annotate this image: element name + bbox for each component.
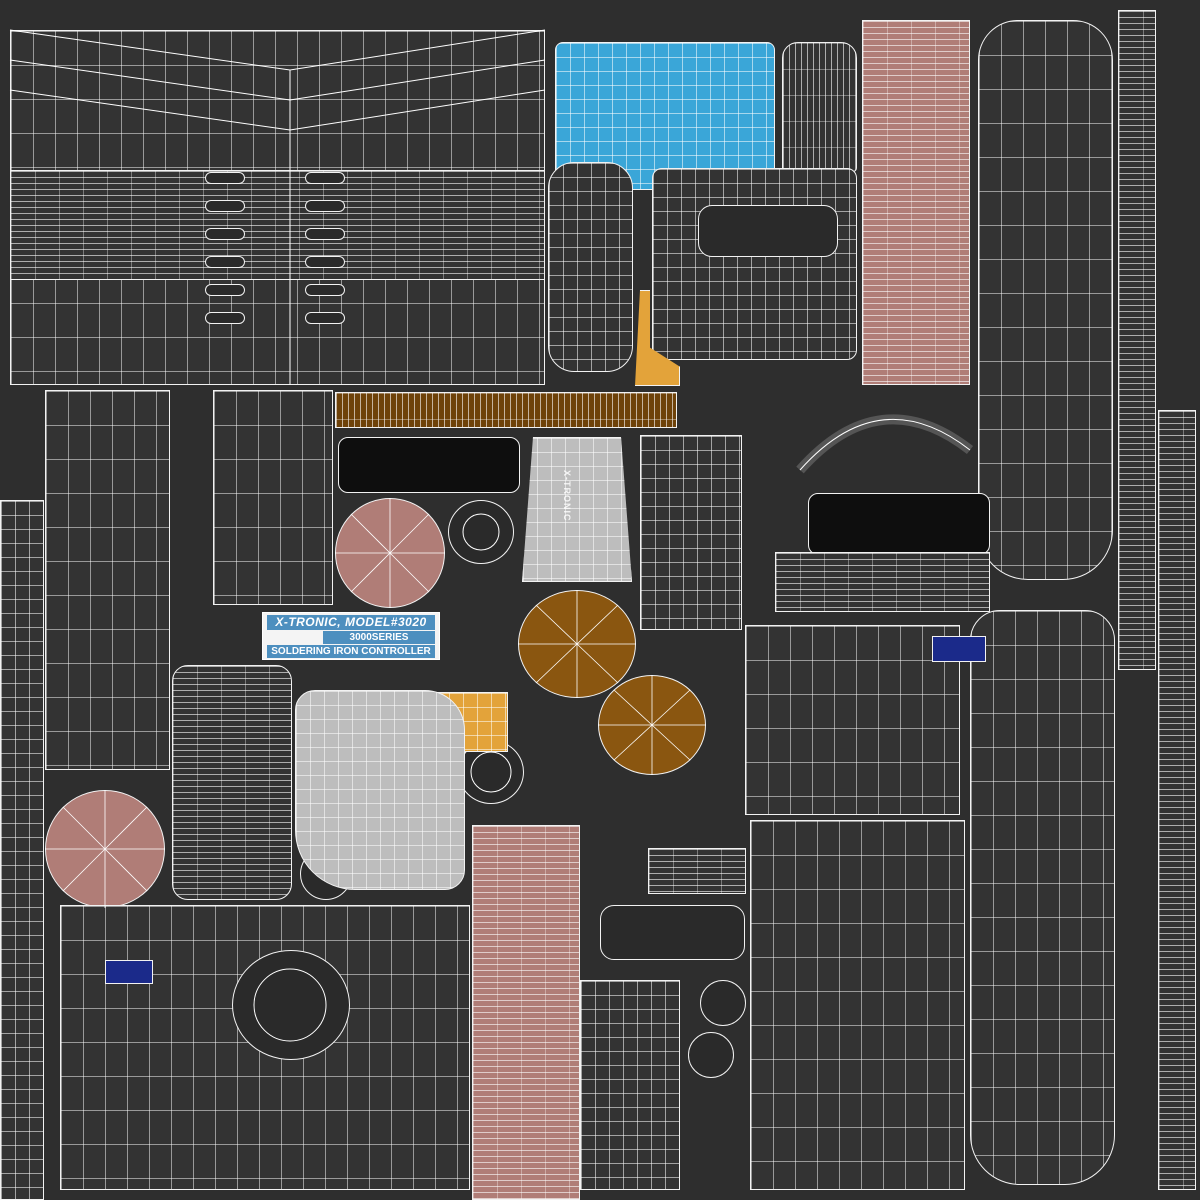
uv-island-center-large-panel (745, 625, 960, 815)
uv-island-vent (205, 312, 245, 324)
uv-island-vent (305, 228, 345, 240)
uv-island-grey-fan (295, 690, 465, 890)
uv-island-vent (305, 172, 345, 184)
uv-island-right-tall-body-lower (970, 610, 1115, 1185)
uv-island-pink-strip-bottom (472, 825, 580, 1200)
uv-island-right-edge-strip (1158, 410, 1196, 1190)
uv-island-front-panel (652, 168, 857, 360)
uv-island-button-row (698, 205, 838, 257)
uv-island-left-tall-panel-2 (213, 390, 333, 605)
uv-island-button-row (600, 905, 745, 960)
uv-island-vent (205, 172, 245, 184)
uv-island-vent (305, 200, 345, 212)
uv-island-black-box (808, 493, 990, 555)
model-label-line2: 3000SERIES (323, 631, 435, 644)
uv-island-vent (205, 284, 245, 296)
uv-island-vent (205, 228, 245, 240)
uv-island-grey-cone (522, 437, 632, 582)
uv-island-socket (232, 950, 350, 1060)
uv-island-vent (205, 200, 245, 212)
uv-island-black-box (338, 437, 520, 493)
uv-island-bottom-center-grid (580, 980, 680, 1190)
uv-island-right-edge-strip (1118, 10, 1156, 670)
uv-island-ring (700, 980, 746, 1026)
model-label-line1: X-TRONIC, MODEL#3020 (267, 615, 435, 630)
model-label-plate: X-TRONIC, MODEL#3020 3000SERIES SOLDERIN… (262, 612, 440, 660)
uv-island-blue-display (932, 636, 986, 662)
uv-island-handle-grip (548, 162, 633, 372)
uv-island-blue-display (105, 960, 153, 984)
uv-island-coil (648, 848, 746, 894)
uv-island-ring (448, 500, 514, 564)
uv-island-vent (205, 256, 245, 268)
uv-island-pink-strip (862, 20, 970, 385)
model-label-line3: SOLDERING IRON CONTROLLER (267, 645, 435, 658)
uv-island-left-edge-ruler (0, 500, 44, 1200)
uv-island-back-panel (172, 665, 292, 900)
uv-island-brown-strip (335, 392, 677, 428)
uv-island-left-tall-panel (45, 390, 170, 770)
uv-island-vent (305, 312, 345, 324)
uv-island-cylinder-body (782, 42, 857, 172)
uv-island-center-bottom-panel (750, 820, 965, 1190)
uv-island-ring (688, 1032, 734, 1078)
uv-island-right-tall-body-upper (978, 20, 1113, 580)
uv-island-curved-band (775, 552, 990, 612)
uv-island-top-panel-strip (10, 170, 545, 280)
uv-island-vent (305, 256, 345, 268)
uv-island-center-grid (640, 435, 742, 630)
uv-island-vent (305, 284, 345, 296)
